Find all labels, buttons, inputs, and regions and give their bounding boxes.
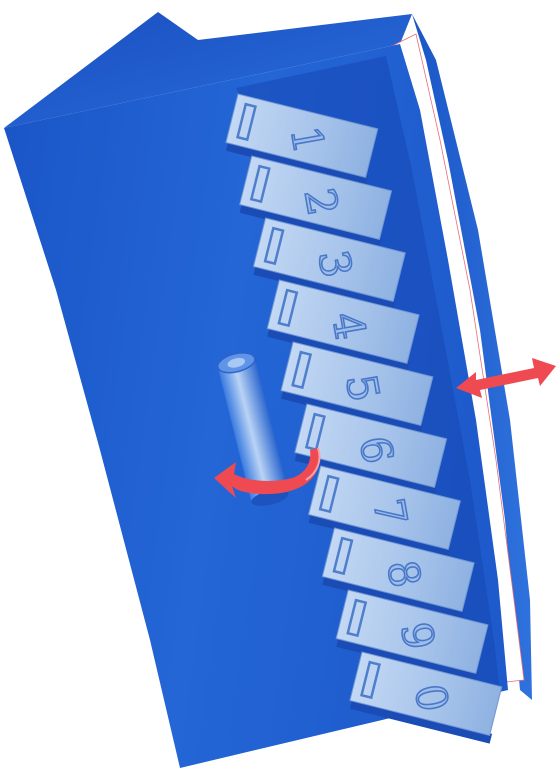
folder-illustration: 1234567890 — [0, 0, 558, 778]
